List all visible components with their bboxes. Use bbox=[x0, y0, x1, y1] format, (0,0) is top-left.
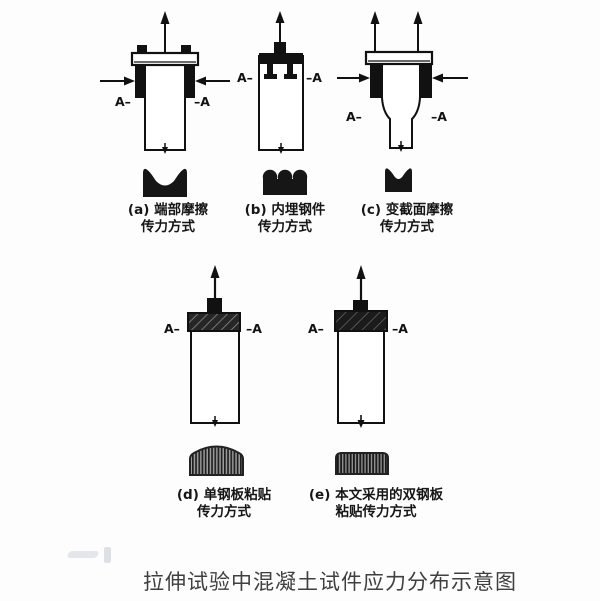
section-mark-right: –A bbox=[306, 70, 322, 85]
section-mark-left: A– bbox=[164, 321, 180, 336]
diagram-d-label: (d) 单钢板粘贴 传力方式 bbox=[156, 487, 292, 521]
diagram-d-label-line1: (d) 单钢板粘贴 bbox=[176, 487, 272, 503]
tension-arrow-up-left bbox=[370, 11, 380, 52]
diagram-e-double-plate: A– –A bbox=[308, 265, 408, 475]
diagram-e-label-line2: 粘贴传力方式 bbox=[335, 504, 417, 520]
section-mark-left: A– bbox=[346, 109, 362, 124]
stress-distribution-concave-small bbox=[385, 168, 412, 192]
friction-grips bbox=[135, 65, 195, 98]
diagram-b-embedded-steel: A– –A bbox=[237, 11, 322, 195]
loading-stub bbox=[207, 298, 222, 313]
diagram-a-end-friction: A– –A bbox=[100, 11, 230, 197]
section-mark-right: –A bbox=[392, 321, 408, 336]
bottom-tick bbox=[398, 141, 404, 152]
figure-caption: 拉伸试验中混凝土试件应力分布示意图 bbox=[143, 570, 517, 594]
clamp-arrow-right bbox=[195, 76, 230, 86]
diagram-a-label-line1: (a) 端部摩擦 bbox=[127, 202, 209, 218]
clamp-arrow-left bbox=[337, 73, 370, 83]
diagram-a-label: (a) 端部摩擦 传力方式 bbox=[100, 202, 236, 236]
diagram-b-label-line2: 传力方式 bbox=[258, 219, 312, 235]
section-mark-left: A– bbox=[308, 321, 324, 336]
stress-distribution-bumpy bbox=[262, 169, 308, 195]
specimen-body bbox=[144, 57, 186, 151]
scan-artifact bbox=[66, 551, 100, 558]
friction-grips bbox=[370, 64, 432, 98]
tension-arrow-up bbox=[160, 11, 170, 53]
diagram-e-label-line1: (e) 本文采用的双钢板 bbox=[308, 487, 444, 503]
diagram-e-label: (e) 本文采用的双钢板 粘贴传力方式 bbox=[291, 487, 461, 521]
stress-distribution-uniform bbox=[335, 452, 389, 475]
diagram-a-label-line2: 传力方式 bbox=[141, 219, 195, 235]
steel-cap bbox=[259, 42, 303, 64]
bottom-tick bbox=[278, 143, 284, 154]
diagram-c-label-line1: (c) 变截面摩擦 bbox=[360, 202, 454, 218]
tension-arrow-up bbox=[210, 265, 220, 300]
diagram-c-label: (c) 变截面摩擦 传力方式 bbox=[339, 202, 475, 236]
bonded-steel-plates bbox=[334, 310, 388, 332]
embedded-steel-anchors bbox=[264, 64, 297, 79]
tension-arrow-up-right bbox=[413, 11, 423, 52]
diagram-d-single-plate: A– –A bbox=[164, 265, 262, 476]
specimen-body bbox=[337, 330, 385, 424]
section-mark-left: A– bbox=[115, 94, 131, 109]
diagram-d-label-line2: 传力方式 bbox=[197, 504, 251, 520]
section-mark-right: –A bbox=[431, 109, 447, 124]
section-mark-right: –A bbox=[246, 321, 262, 336]
loading-stub bbox=[353, 300, 368, 311]
specimen-body bbox=[258, 55, 304, 151]
bottom-tick bbox=[212, 416, 218, 427]
diagram-b-label-line1: (b) 内埋钢件 bbox=[244, 202, 326, 218]
specimen-body-tapered bbox=[381, 57, 421, 149]
bottom-tick bbox=[162, 143, 168, 154]
cap-plate bbox=[130, 45, 200, 67]
section-mark-left: A– bbox=[237, 70, 253, 85]
cap-plate bbox=[364, 50, 434, 66]
diagram-b-label: (b) 内埋钢件 传力方式 bbox=[217, 202, 353, 236]
section-mark-right: –A bbox=[194, 94, 210, 109]
clamp-arrow-right bbox=[432, 73, 468, 83]
clamp-arrow-left bbox=[100, 76, 135, 86]
stress-distribution-dome bbox=[189, 445, 244, 476]
bottom-tick bbox=[357, 415, 365, 428]
tension-arrow-up bbox=[275, 11, 285, 44]
bonded-steel-plate bbox=[187, 312, 241, 332]
tension-arrow-up bbox=[356, 265, 366, 302]
specimen-body bbox=[190, 330, 240, 424]
scan-artifact bbox=[104, 547, 111, 563]
diagram-c-tapered-friction: A– –A bbox=[337, 11, 468, 192]
stress-distribution-concave bbox=[143, 168, 187, 197]
diagram-c-label-line2: 传力方式 bbox=[380, 219, 434, 235]
